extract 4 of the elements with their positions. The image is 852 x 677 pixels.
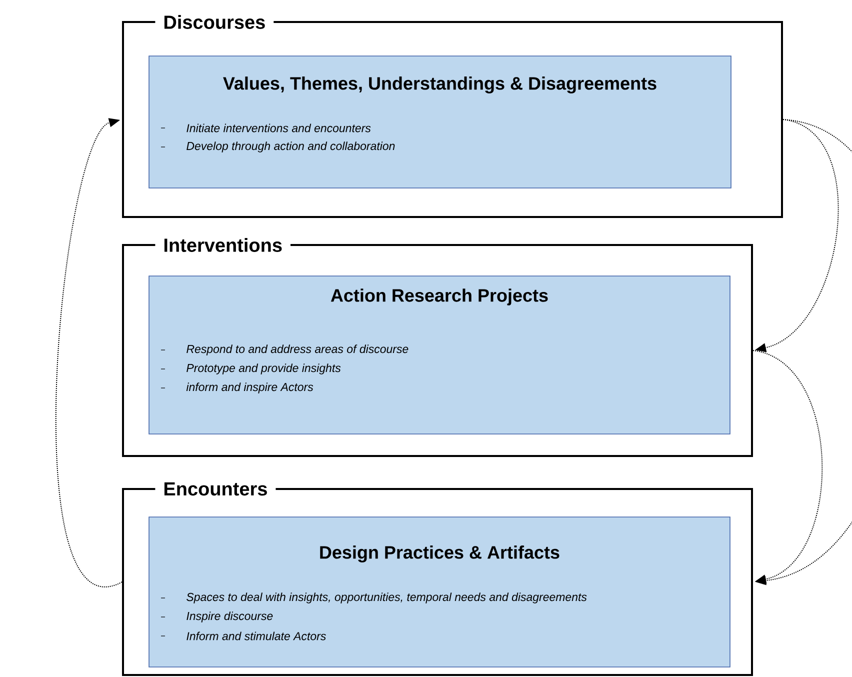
content-box: Design Practices & Artifacts Spaces to deal with insights, opportunities, temporal needs and disagreements Inspire discourse Inform and stimulate Actors — [148, 516, 730, 668]
arrow — [56, 118, 122, 586]
content-box: Action Research Projects Respond to and address areas of discourse Prototype and provide insights inform and inspire Actors — [148, 276, 730, 434]
content-box: Values, Themes, Understandings & Disagreements Initiate interventions and encounters Develop through action and collaboration — [148, 56, 732, 188]
